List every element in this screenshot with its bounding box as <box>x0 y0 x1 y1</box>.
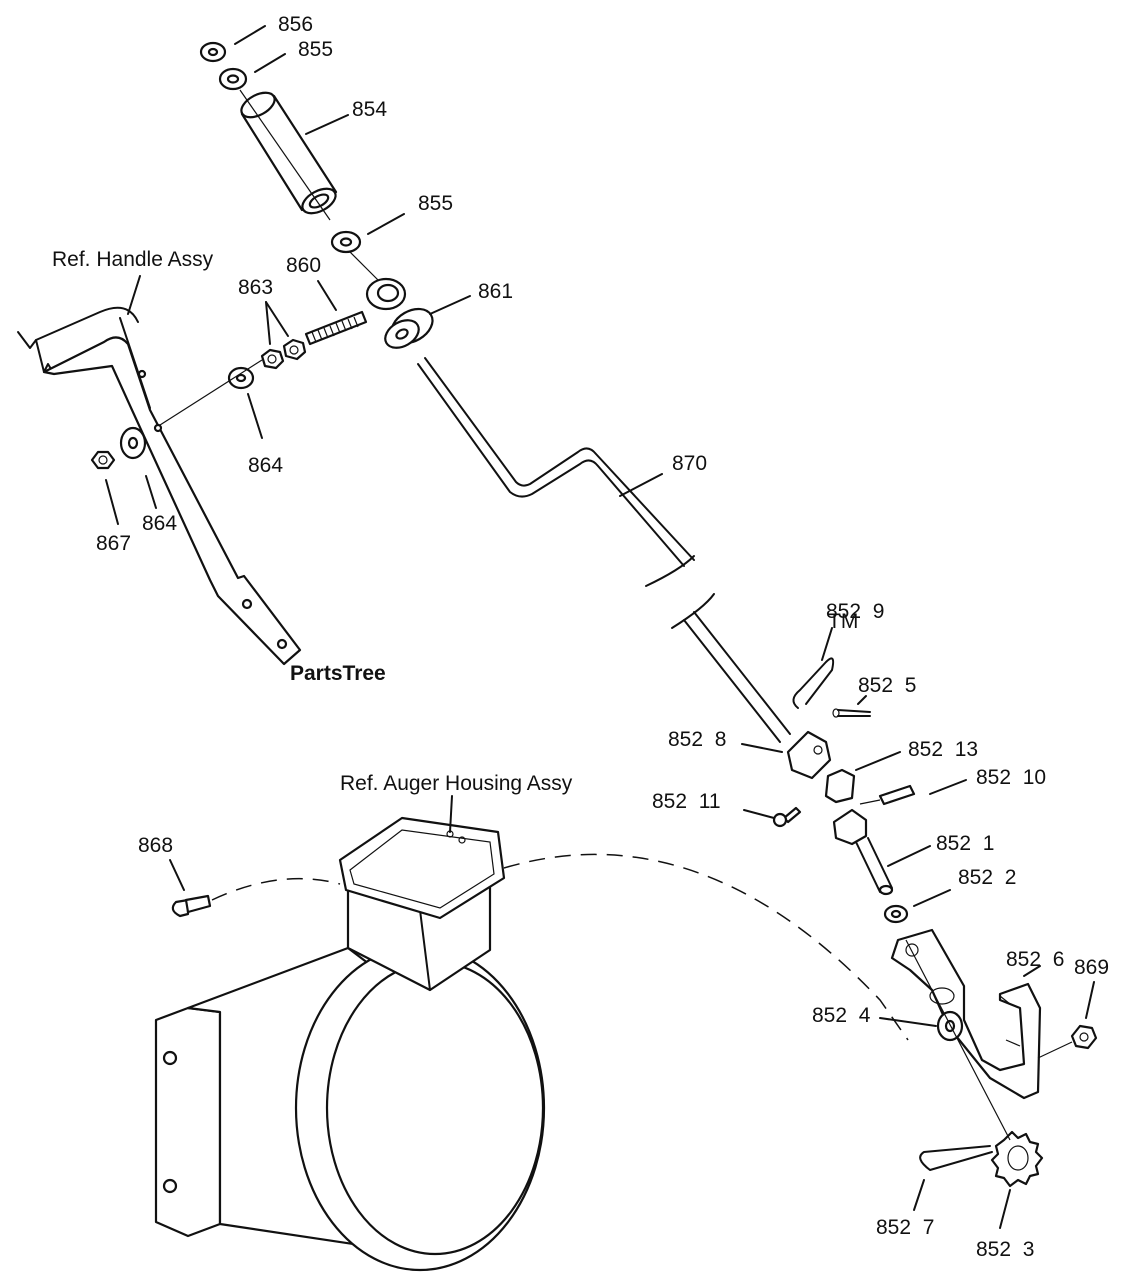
leader-852-2 <box>913 889 951 907</box>
part-852-7-hairpin[interactable] <box>919 1145 993 1171</box>
part-869-nut[interactable] <box>1070 1024 1098 1050</box>
part-860-eye-bolt[interactable] <box>304 277 407 346</box>
part-855-washer-mid[interactable] <box>330 230 362 254</box>
leader-855-mid <box>367 213 405 235</box>
leader-852-11 <box>743 809 775 819</box>
label-852-10: 852 10 <box>976 766 1046 789</box>
axis-shaft <box>905 939 1011 1141</box>
label-855-top: 855 <box>298 38 333 61</box>
label-852-5: 852 5 <box>858 674 916 697</box>
part-854-tube[interactable] <box>237 88 339 219</box>
axis-mid <box>349 251 381 283</box>
watermark-text: PartsTree <box>290 662 386 685</box>
leader-852-5 <box>857 695 867 705</box>
leader-852-10 <box>929 779 967 795</box>
label-856: 856 <box>278 13 313 36</box>
leader-869 <box>1085 981 1095 1019</box>
part-852-5-cotter[interactable] <box>832 708 871 718</box>
label-852-13: 852 13 <box>908 738 978 761</box>
label-860: 860 <box>286 254 321 277</box>
leader-852-8 <box>741 743 783 753</box>
label-852-7: 852 7 <box>876 1216 934 1239</box>
leader-852-7 <box>913 1179 925 1211</box>
dash-auger-arc <box>503 853 909 1041</box>
part-856-washer[interactable] <box>199 41 227 63</box>
part-861-bushing[interactable] <box>380 302 438 353</box>
part-852-9-hairpin[interactable] <box>792 657 835 709</box>
leader-860 <box>317 280 337 311</box>
part-867-nut[interactable] <box>90 450 116 470</box>
label-867: 867 <box>96 532 131 555</box>
watermark-trademark: TM <box>828 610 858 633</box>
leader-863-a <box>265 301 271 345</box>
label-855-mid: 855 <box>418 192 453 215</box>
leader-handle-ref <box>127 275 141 315</box>
part-852-13-block[interactable] <box>824 768 856 804</box>
part-868-bolt[interactable] <box>171 894 212 918</box>
dash-868 <box>211 877 341 901</box>
label-852-3: 852 3 <box>976 1238 1034 1261</box>
label-852-11: 852 11 <box>652 790 721 813</box>
part-852-11-bolt[interactable] <box>772 806 802 828</box>
leader-852-4 <box>879 1017 937 1027</box>
part-852-10-pin[interactable] <box>859 784 916 806</box>
leader-867 <box>105 479 119 525</box>
leader-864-a <box>247 393 263 439</box>
leader-854 <box>305 114 349 135</box>
leader-864-b <box>145 475 157 509</box>
part-852-2-washer[interactable] <box>883 904 909 924</box>
label-861: 861 <box>478 280 513 303</box>
label-852-6: 852 6 <box>1006 948 1064 971</box>
label-854: 854 <box>352 98 387 121</box>
label-869: 869 <box>1074 956 1109 979</box>
label-863: 863 <box>238 276 273 299</box>
leader-852-3 <box>999 1189 1011 1229</box>
label-852-1: 852 1 <box>936 832 994 855</box>
leader-auger-ref <box>449 795 453 833</box>
leader-852-6 <box>1023 965 1041 977</box>
handle-assembly-ref <box>17 306 302 666</box>
leader-852-1 <box>887 845 931 867</box>
leader-861 <box>429 295 471 315</box>
leader-856 <box>234 25 266 45</box>
axis-handle-bolt <box>159 359 263 426</box>
part-852-4-washer[interactable] <box>936 1010 964 1042</box>
part-863-nuts[interactable] <box>260 338 307 370</box>
axis-869 <box>1037 1041 1073 1059</box>
leader-852-13 <box>855 751 901 771</box>
part-864-washer-a[interactable] <box>227 366 255 390</box>
axis-upper <box>239 89 331 221</box>
label-864-a: 864 <box>248 454 283 477</box>
part-852-1-shaft[interactable] <box>832 808 894 896</box>
label-852-2: 852 2 <box>958 866 1016 889</box>
leader-870 <box>619 473 663 497</box>
label-ref-auger-housing: Ref. Auger Housing Assy <box>340 772 573 795</box>
label-852-8: 852 8 <box>668 728 726 751</box>
part-852-3-gear[interactable] <box>990 1130 1044 1188</box>
leader-852-9 <box>821 627 833 661</box>
auger-housing-ref <box>154 816 546 1272</box>
leader-863-b <box>265 301 289 337</box>
leader-855-top <box>254 53 286 73</box>
label-ref-handle: Ref. Handle Assy <box>52 248 214 271</box>
part-855-washer-top[interactable] <box>218 67 248 91</box>
label-870: 870 <box>672 452 707 475</box>
part-864-washer-b[interactable] <box>119 426 147 460</box>
label-864-b: 864 <box>142 512 177 535</box>
label-852-9: 852 9 <box>826 600 884 623</box>
leader-868 <box>169 859 185 891</box>
part-870-rod[interactable] <box>417 357 791 743</box>
part-852-8-clevis[interactable] <box>786 730 832 780</box>
label-852-4: 852 4 <box>812 1004 871 1027</box>
label-868: 868 <box>138 834 173 857</box>
